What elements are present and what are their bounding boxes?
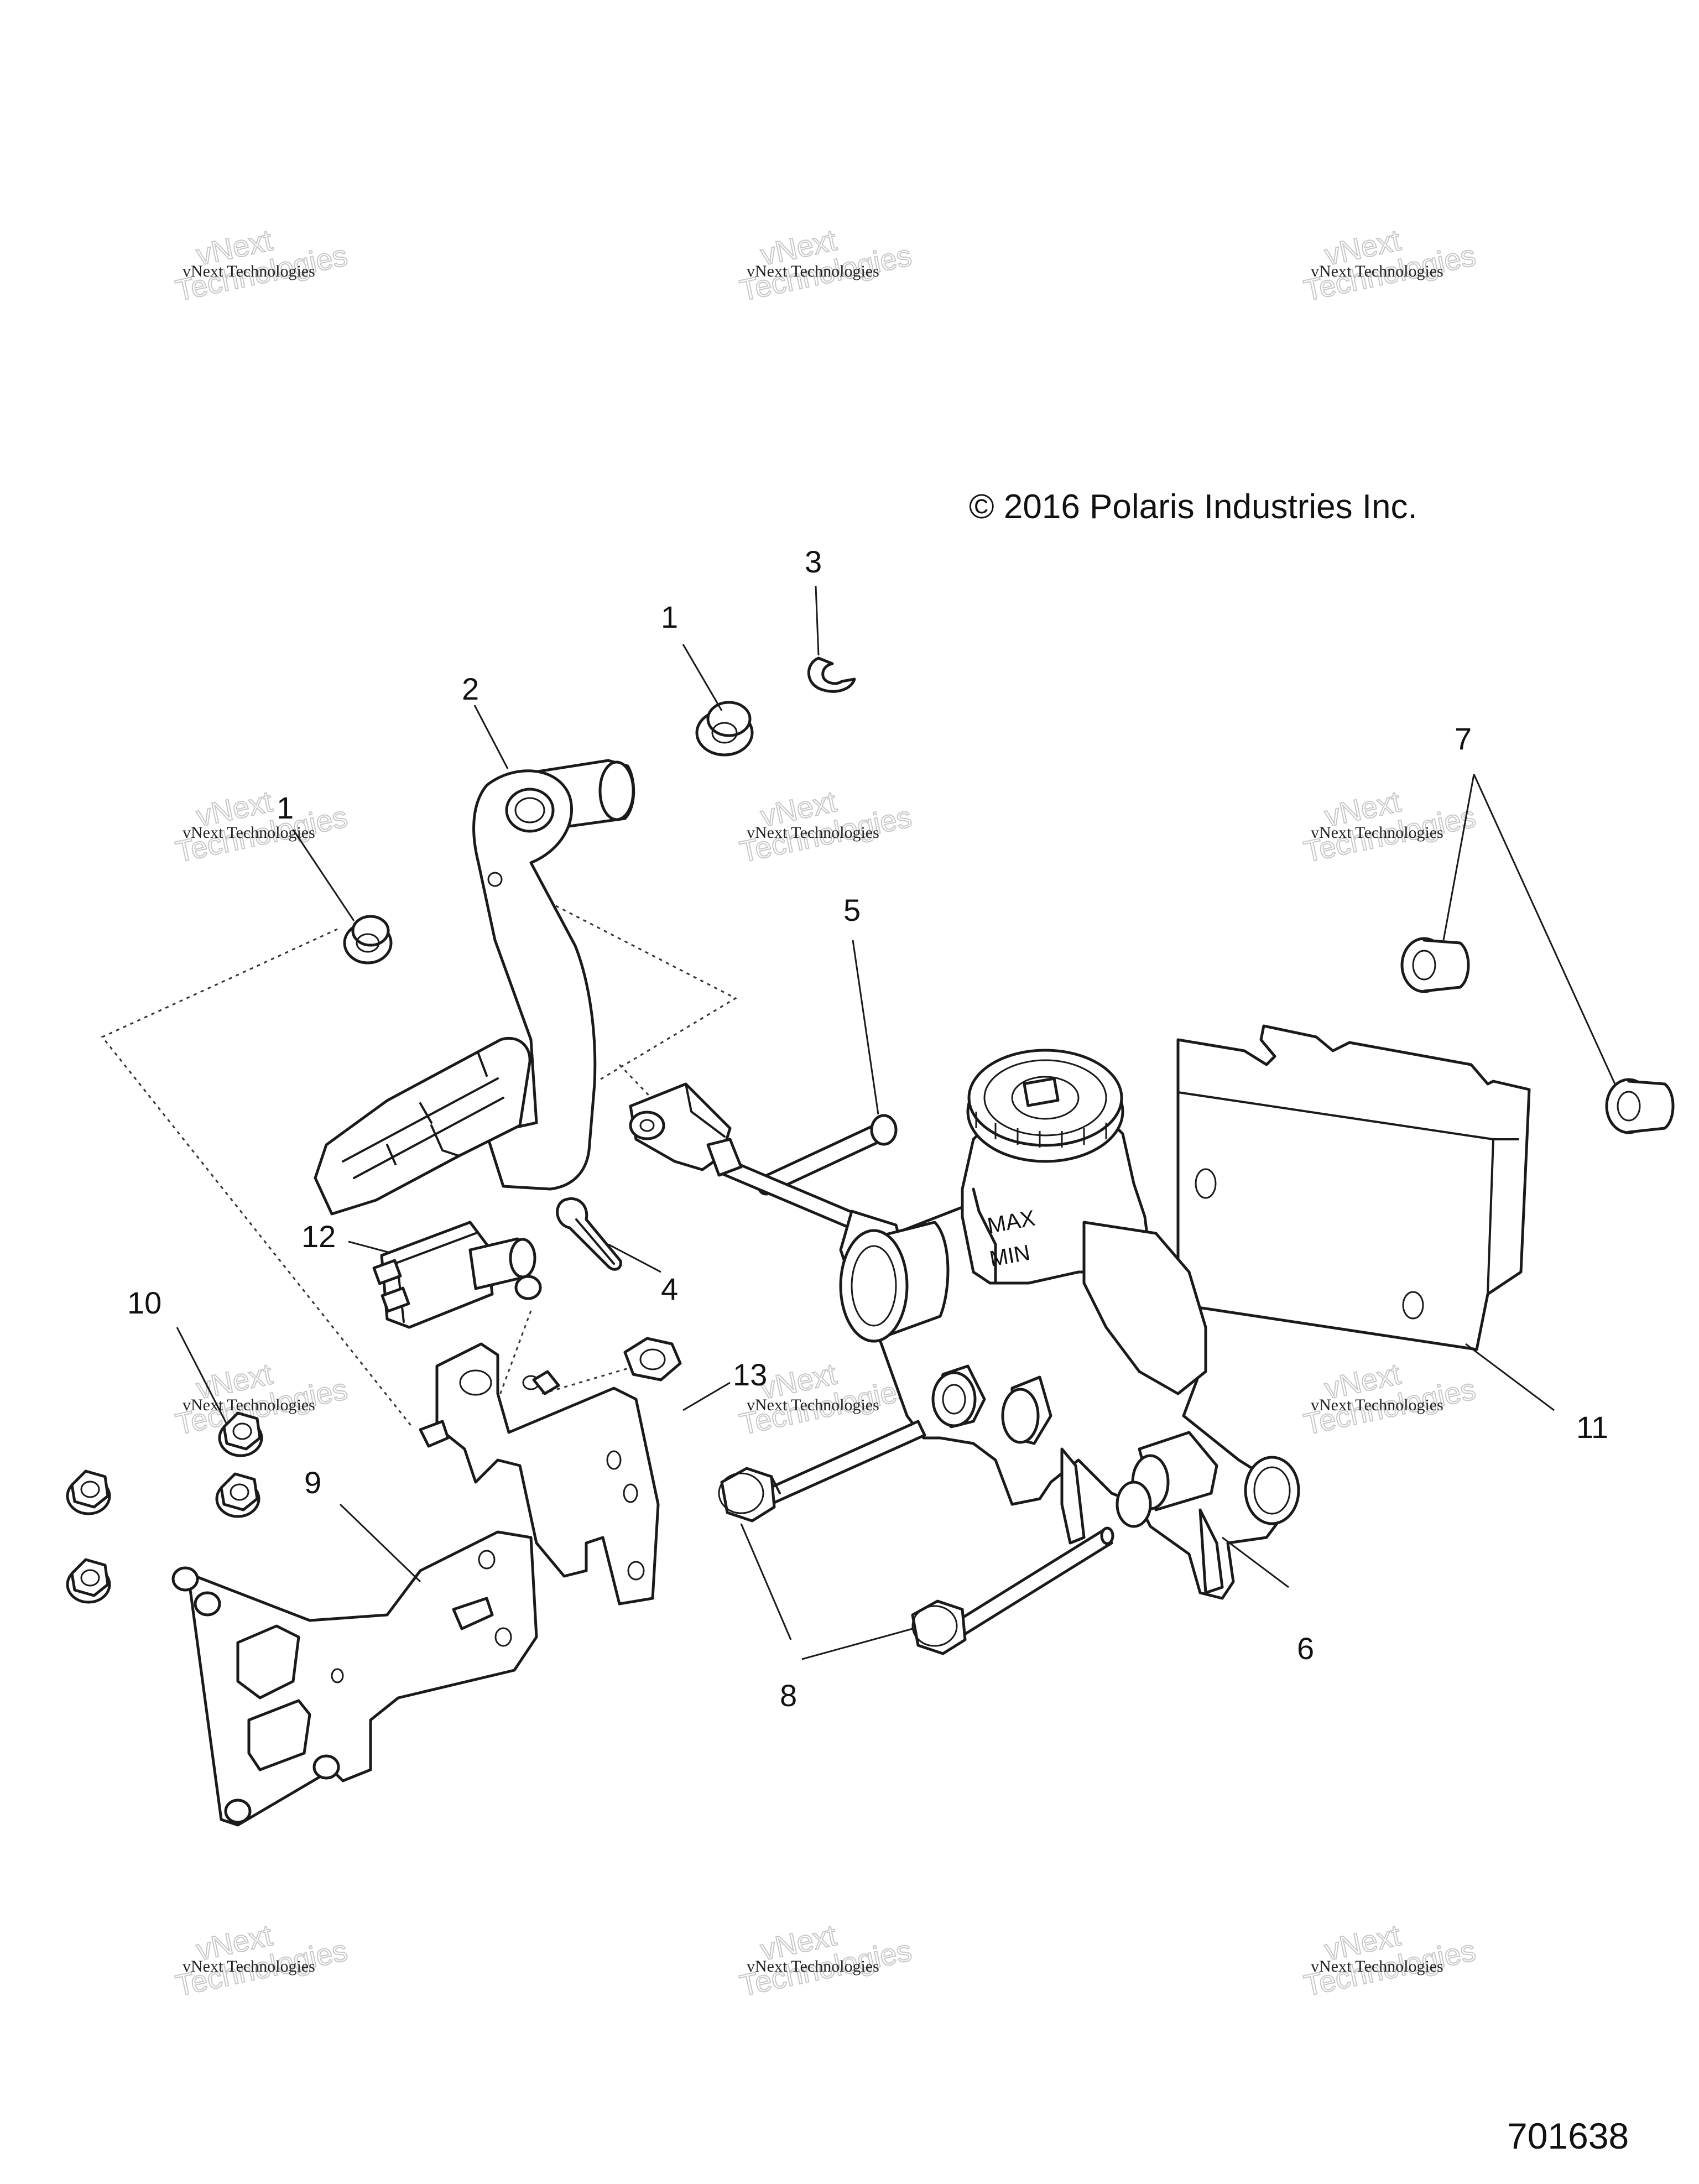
watermark-text: vNext Technologies [747, 1957, 879, 1975]
watermark-text: vNext Technologies [747, 823, 879, 842]
watermark-text: vNext Technologies [1311, 823, 1443, 842]
grommet [1605, 1078, 1675, 1134]
callout-13: 13 [733, 1357, 767, 1392]
part-13-nut [623, 1337, 682, 1382]
callout-numbers: 1 1 2 3 4 5 6 7 8 9 10 11 12 13 [127, 544, 1608, 1713]
watermark: vNext Technologies vNext Technologies [1301, 1357, 1479, 1442]
grommet [1400, 937, 1470, 993]
part-3-e-clip [807, 656, 856, 693]
callout-1-left: 1 [277, 790, 294, 825]
watermark: vNext Technologies vNext Technologies [173, 784, 351, 869]
watermark: vNext Technologies vNext Technologies [173, 223, 351, 308]
watermark-text: vNext Technologies [183, 1396, 315, 1414]
part-11-shield-plate [1176, 1024, 1531, 1351]
leader-9 [339, 1503, 421, 1583]
flange-nut [218, 1411, 263, 1457]
bolt [911, 1526, 1114, 1655]
leader-8 [740, 1523, 913, 1660]
watermark: vNext Technologies vNext Technologies [737, 784, 915, 869]
flange-nut [215, 1472, 260, 1518]
leader-lines [176, 586, 1616, 1660]
bolt [718, 1420, 926, 1523]
leader-12 [348, 1240, 390, 1254]
part-6-master-cylinder: MAX MIN [629, 1049, 1300, 1600]
part-1-bushing-upper [695, 701, 754, 757]
leader-1-upper [682, 644, 723, 711]
drawing-number: 701638 [1507, 2115, 1629, 2156]
watermark: vNext Technologies vNext Technologies [1301, 784, 1479, 869]
callout-11: 11 [1576, 1410, 1608, 1445]
copyright-text: © 2016 Polaris Industries Inc. [969, 488, 1417, 526]
watermark: vNext Technologies vNext Technologies [737, 223, 915, 308]
callout-2: 2 [462, 671, 479, 706]
watermark: vNext Technologies vNext Technologies [1301, 223, 1479, 308]
flange-nut [66, 1558, 111, 1604]
leader-3 [815, 586, 820, 656]
leader-2 [473, 705, 509, 769]
watermark: vNext Technologies vNext Technologies [1301, 1918, 1479, 2003]
watermark-text: vNext Technologies [183, 823, 315, 842]
leader-11 [1465, 1343, 1555, 1411]
leader-4 [608, 1243, 661, 1273]
part-8-bolts [718, 1420, 1114, 1655]
watermark: vNext Technologies vNext Technologies [737, 1918, 915, 2003]
leader-13 [682, 1382, 731, 1411]
part-10-flange-nuts [66, 1411, 263, 1604]
watermark-text: vNext Technologies [1311, 262, 1443, 280]
watermark: vNext Technologies vNext Technologies [173, 1918, 351, 2003]
watermark-text: vNext Technologies [183, 262, 315, 280]
watermark-text: vNext Technologies [1311, 1957, 1443, 1975]
callout-4: 4 [661, 1271, 678, 1306]
callout-5: 5 [843, 893, 861, 927]
watermark-text: vNext Technologies [747, 1396, 879, 1414]
part-7-grommets [1400, 937, 1675, 1134]
guide-line-left [101, 928, 413, 1427]
watermark-text: vNext Technologies [1311, 1396, 1443, 1414]
guide-line-nut [541, 1365, 637, 1395]
part-1-bushing-left [343, 915, 393, 965]
flange-nut [66, 1469, 111, 1515]
callout-7: 7 [1455, 721, 1472, 756]
part-4-cotter-pin [556, 1197, 622, 1271]
leader-10 [176, 1327, 228, 1425]
leader-7 [1442, 774, 1616, 1085]
part-2-brake-pedal [314, 759, 635, 1216]
leader-1-left [292, 829, 355, 921]
watermark-text: vNext Technologies [747, 262, 879, 280]
callout-12: 12 [301, 1219, 336, 1254]
leader-5 [852, 940, 879, 1115]
watermark-text: vNext Technologies [183, 1957, 315, 1975]
callout-1-upper: 1 [661, 600, 678, 634]
callout-6: 6 [1297, 1631, 1314, 1666]
leader-6 [1222, 1536, 1289, 1588]
callout-3: 3 [805, 544, 822, 579]
part-9-mounting-bracket [171, 1342, 660, 1827]
guide-line-right [541, 898, 738, 1082]
part-12-brake-switch [372, 1221, 542, 1329]
callout-10: 10 [127, 1285, 161, 1320]
callout-8: 8 [780, 1678, 797, 1713]
callout-9: 9 [304, 1465, 321, 1500]
